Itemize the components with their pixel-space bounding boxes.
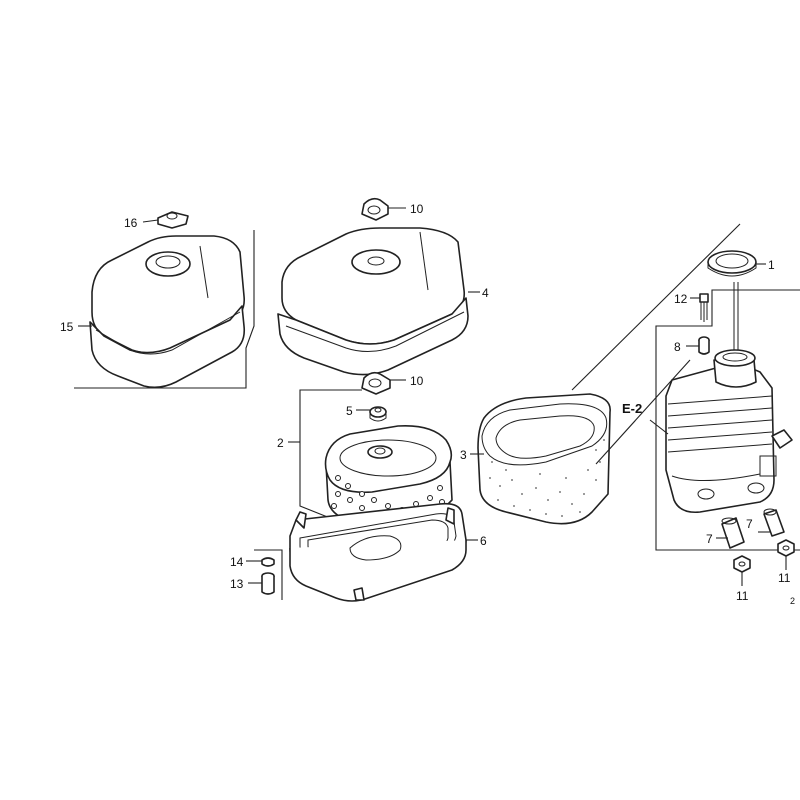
callout-16: 16 [124,216,138,230]
corner-mark: 2 [790,596,795,606]
group-divider-left [571,223,741,391]
wing-nut-10-top [361,197,389,221]
callout-5: 5 [346,404,353,418]
callout-13: 13 [230,577,244,591]
elbow-frame [655,289,800,551]
callout-7b: 7 [746,517,753,531]
pipe-7a [721,517,745,549]
nut-11b [777,539,795,557]
foam-prefilter-3 [477,393,611,525]
callout-3: 3 [460,448,467,462]
air-cleaner-elbow [665,349,793,514]
air-cleaner-cover-15 [89,235,246,389]
callout-10-top: 10 [410,202,424,216]
pipe-7b [763,508,785,537]
reference-e2: E-2 [622,401,642,416]
callout-12: 12 [674,292,688,306]
collar-13 [261,572,275,595]
callout-7a: 7 [706,532,713,546]
callout-11b: 11 [778,571,791,585]
wing-nut-16 [157,211,189,229]
air-cleaner-cover-4 [277,227,469,376]
callout-11a: 11 [736,589,749,603]
gasket-1 [707,250,757,277]
wing-nut-10-lower [361,371,391,395]
callout-15: 15 [60,320,74,334]
group-divider-right [595,359,691,465]
bolt-12 [699,293,709,322]
assembly-frame-2 [299,389,362,519]
callout-8: 8 [674,340,681,354]
callout-2: 2 [277,436,284,450]
leader-e2 [649,419,669,435]
nut-11a [733,555,751,573]
stud-bolt [733,282,739,352]
alternative-frame [74,230,255,389]
air-cleaner-base-6 [289,502,467,602]
callout-10-lower: 10 [410,374,424,388]
small-parts-frame [254,549,283,600]
collar-8 [698,336,710,355]
leader-16 [142,219,159,223]
clip-14 [261,557,275,567]
callout-14: 14 [230,555,244,569]
callout-4: 4 [482,286,489,300]
callout-1: 1 [768,258,775,272]
seal-nut-5 [369,406,387,422]
callout-6: 6 [480,534,487,548]
